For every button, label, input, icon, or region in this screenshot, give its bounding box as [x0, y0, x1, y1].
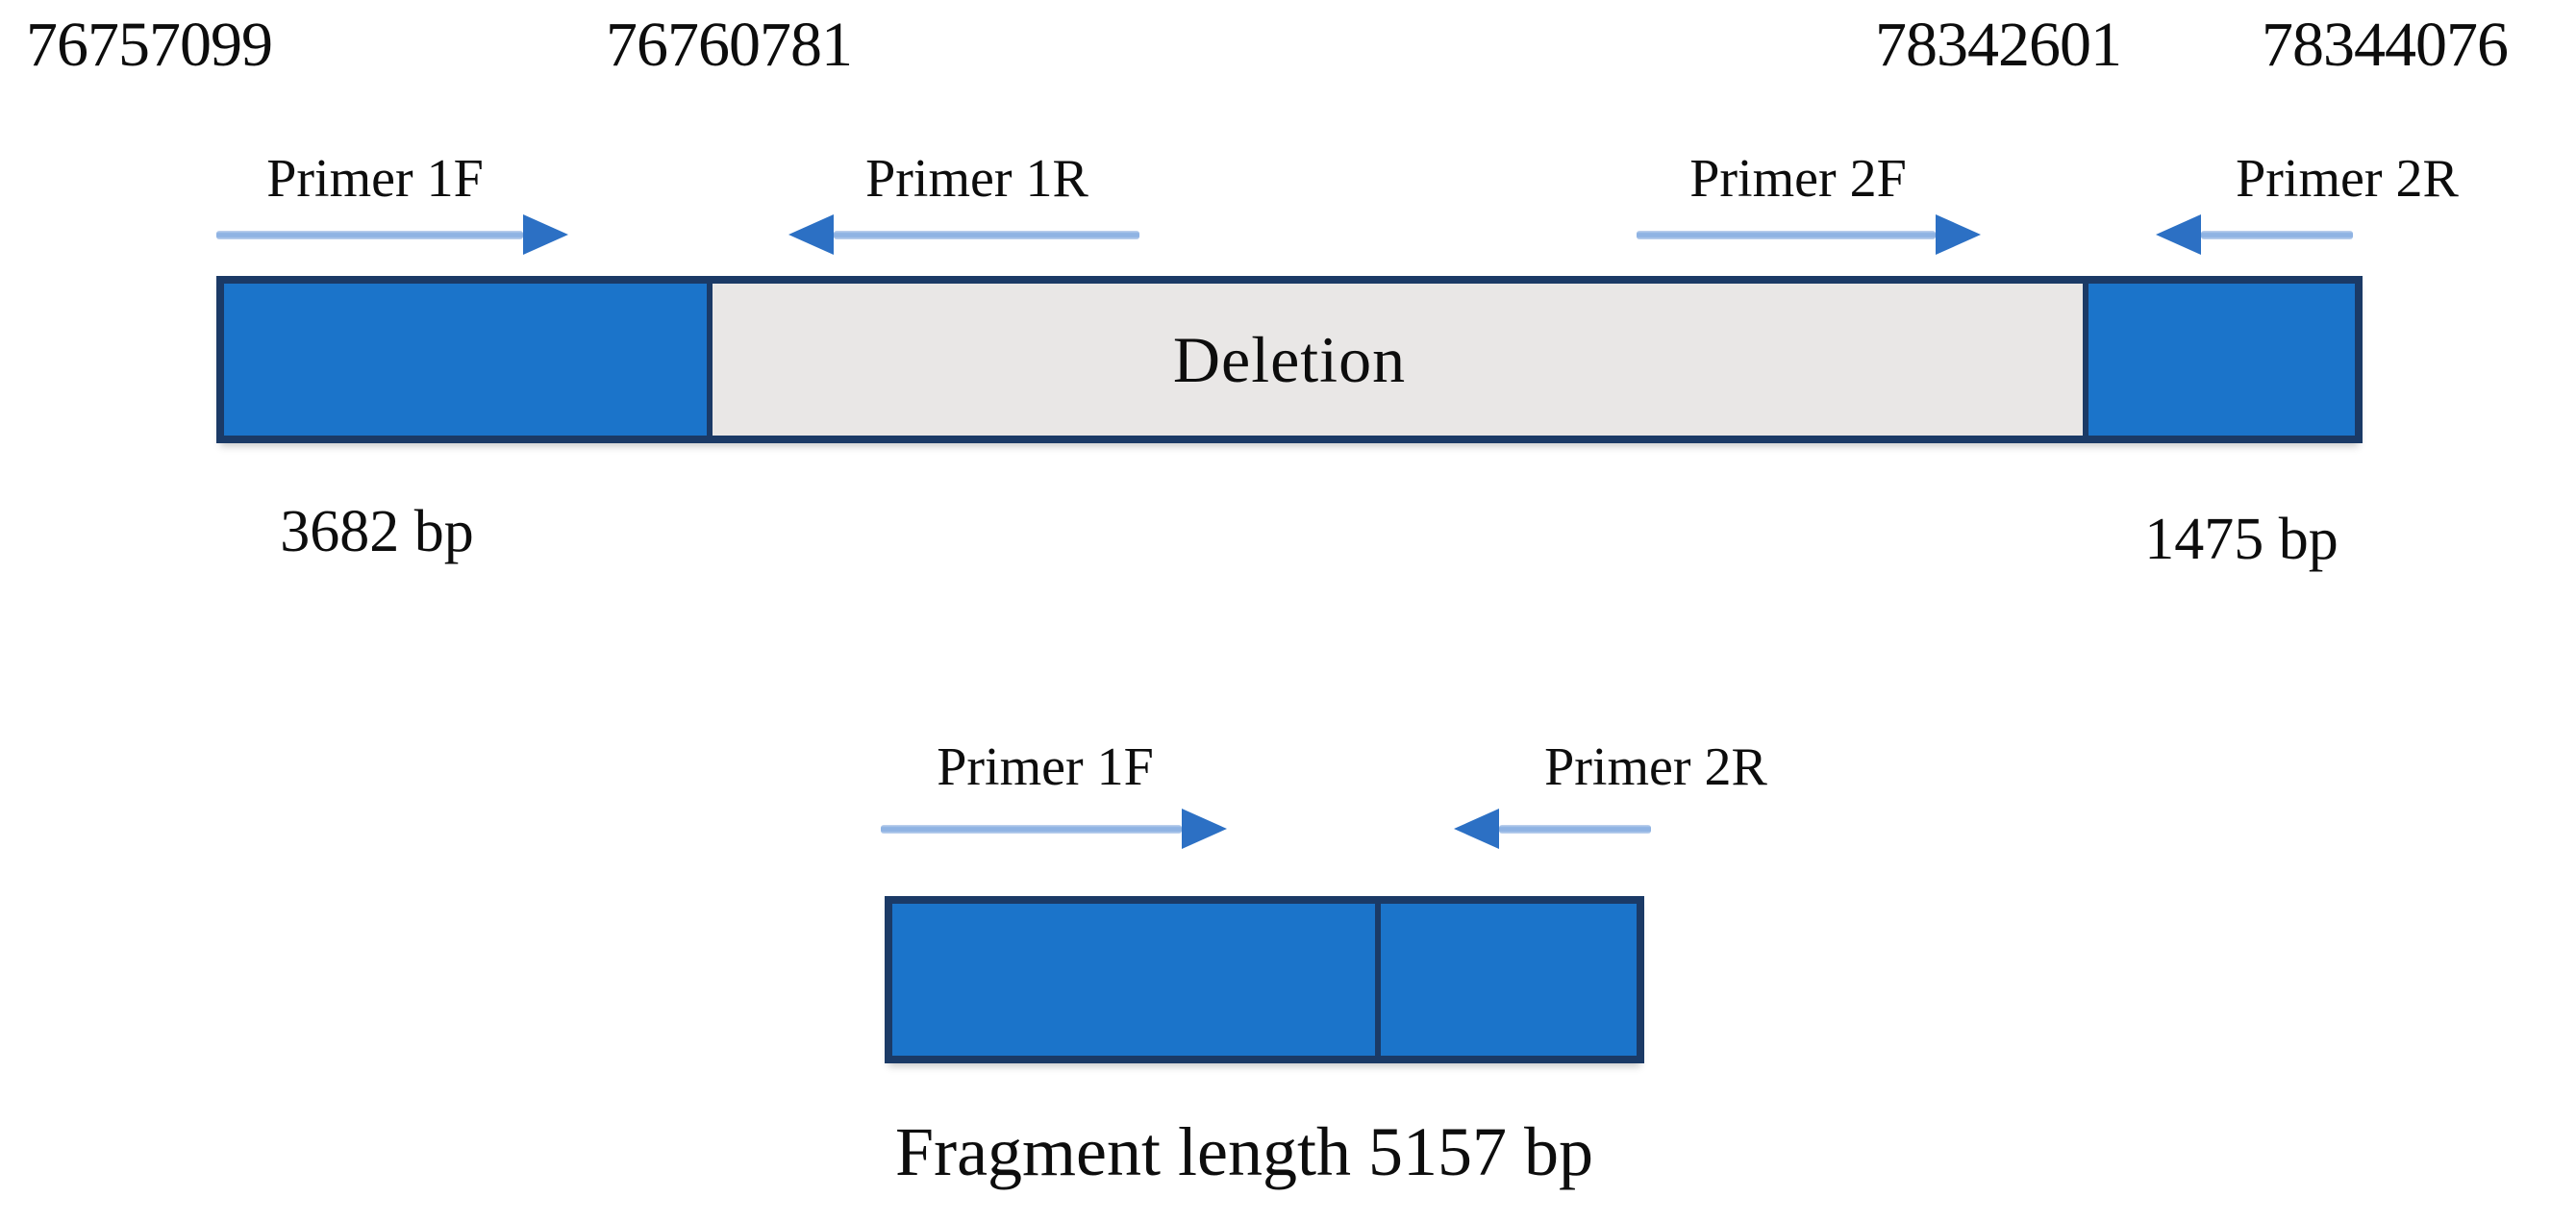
coordinate-left-flank-start: 76757099	[26, 10, 273, 80]
arrow-shaft	[834, 230, 1139, 239]
fragment-left-segment	[892, 904, 1375, 1056]
arrow-shaft	[881, 824, 1182, 834]
arrow-shaft	[1499, 824, 1651, 834]
left-arrowhead-icon	[1454, 809, 1499, 849]
primer-1r-label: Primer 1R	[865, 149, 1088, 209]
left-arrowhead-icon	[788, 214, 834, 255]
left-flank-length-label: 3682 bp	[280, 499, 474, 564]
right-flank-length-label: 1475 bp	[2144, 507, 2338, 572]
coordinate-right-flank-end: 78344076	[2262, 10, 2509, 80]
right-arrowhead-icon	[523, 214, 568, 255]
fragment-right-segment	[1375, 904, 1637, 1056]
fragment-primer-1f-label: Primer 1F	[937, 737, 1154, 797]
primer-2r-arrow	[2156, 213, 2353, 256]
primer-2f-arrow	[1637, 213, 1981, 256]
primer-1f-arrow	[216, 213, 568, 256]
deletion-segment	[707, 284, 2088, 436]
primer-1r-arrow	[788, 213, 1139, 256]
right-flank-segment	[2088, 284, 2355, 436]
left-arrowhead-icon	[2156, 214, 2201, 255]
fragment-primer-2r-label: Primer 2R	[1544, 737, 1767, 797]
coordinate-deletion-end: 78342601	[1875, 10, 2122, 80]
deletion-label: Deletion	[1172, 323, 1407, 396]
fragment-length-caption: Fragment length 5157 bp	[895, 1113, 1593, 1190]
primer-2r-label: Primer 2R	[2236, 149, 2459, 209]
primer-2f-label: Primer 2F	[1689, 149, 1907, 209]
primer-1f-label: Primer 1F	[266, 149, 484, 209]
fragment-primer-1f-arrow	[881, 808, 1227, 850]
genomic-region-bar	[216, 276, 2363, 443]
arrow-shaft	[1637, 230, 1936, 239]
right-arrowhead-icon	[1936, 214, 1981, 255]
arrow-shaft	[216, 230, 523, 239]
right-arrowhead-icon	[1182, 809, 1227, 849]
fragment-primer-2r-arrow	[1454, 808, 1651, 850]
arrow-shaft	[2201, 230, 2353, 239]
coordinate-deletion-start: 76760781	[606, 10, 853, 80]
left-flank-segment	[224, 284, 707, 436]
fusion-fragment-bar	[885, 896, 1644, 1063]
